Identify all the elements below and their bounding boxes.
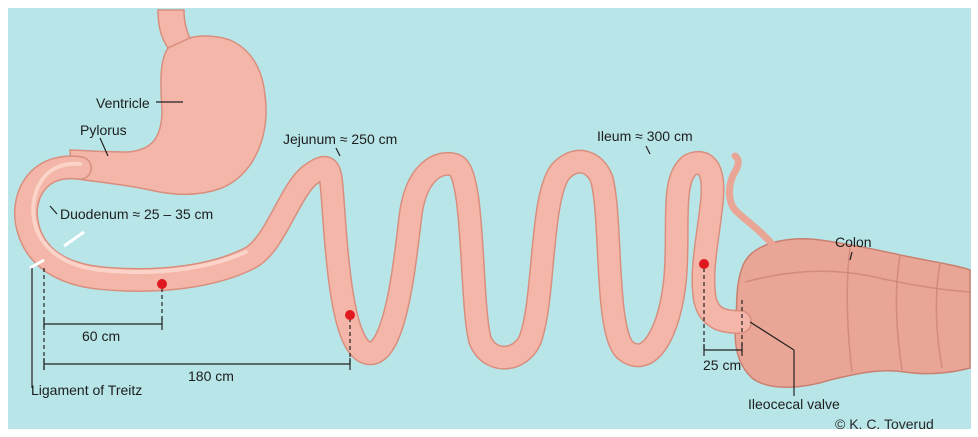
stomach-body — [70, 36, 266, 194]
marker-60cm — [157, 279, 167, 289]
ileocecal-valve-label: Ileocecal valve — [748, 396, 840, 412]
small-intestine — [26, 162, 740, 358]
intestine — [26, 162, 740, 358]
pylorus-label: Pylorus — [80, 122, 127, 138]
marker-180cm — [345, 310, 355, 320]
ligament-label: Ligament of Treitz — [31, 382, 142, 398]
duodenum-cut — [64, 232, 84, 246]
duodenum-label: Duodenum ≈ 25 – 35 cm — [60, 206, 213, 222]
jejunum-label: Jejunum ≈ 250 cm — [283, 131, 397, 147]
ileum-leader — [646, 146, 650, 154]
ventricle-label: Ventricle — [96, 95, 150, 111]
marker-ileum — [699, 259, 709, 269]
measure-25-label: 25 cm — [703, 357, 741, 373]
colon-label: Colon — [835, 234, 872, 250]
jejunum-leader — [336, 148, 340, 156]
ileum-label: Ileum ≈ 300 cm — [597, 128, 693, 144]
duodenum-leader — [50, 206, 57, 214]
measure-60-label: 60 cm — [82, 328, 120, 344]
measure-180-label: 180 cm — [188, 368, 234, 384]
copyright-text: © K. C. Toverud — [835, 416, 934, 432]
appendix — [729, 156, 772, 244]
colon-body — [735, 239, 970, 387]
colon — [729, 156, 970, 387]
